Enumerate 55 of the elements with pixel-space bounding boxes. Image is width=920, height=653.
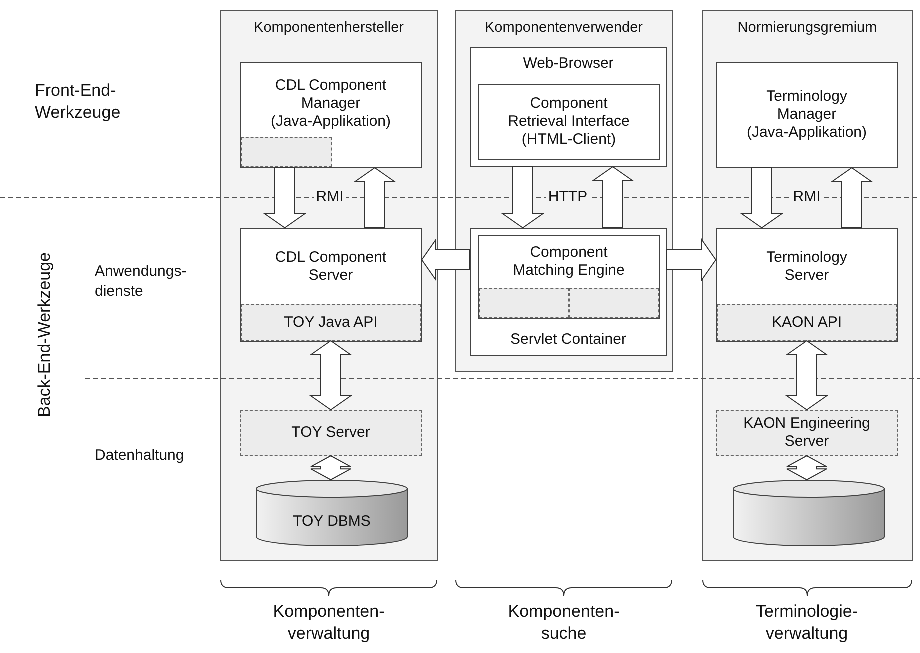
box-label: Terminology Server	[766, 249, 848, 285]
component-box	[716, 228, 898, 342]
block-arrow	[591, 166, 635, 228]
component-box	[716, 62, 898, 168]
block-arrow	[785, 340, 829, 411]
box-label: KAON Engineering Server	[742, 415, 872, 451]
box-label: TOY Java API	[283, 314, 379, 332]
database-cylinder	[256, 480, 408, 546]
box-label: CDL Component Manager (Java-Applikation)	[270, 77, 392, 131]
panel-heading: Komponentenverwender	[484, 19, 644, 37]
column-panel	[702, 10, 913, 561]
side-label: Komponenten-verwaltung	[272, 601, 386, 645]
component-box	[240, 62, 422, 168]
component-box	[478, 84, 660, 160]
library-box	[717, 304, 897, 341]
library-box	[479, 288, 569, 318]
library-box	[241, 304, 421, 341]
side-label: Komponenten-suche	[507, 601, 621, 645]
block-arrow	[421, 238, 470, 282]
panel-heading: Komponentenhersteller	[253, 19, 405, 37]
block-arrow	[263, 168, 307, 229]
library-box	[569, 288, 659, 318]
side-label: Datenhaltung	[95, 446, 186, 466]
box-label: Web-Browser	[522, 55, 615, 73]
library-box	[716, 410, 898, 456]
library-box	[241, 137, 332, 167]
block-arrow	[353, 167, 397, 228]
block-arrow	[740, 168, 784, 229]
block-arrow	[309, 340, 353, 411]
component-box	[478, 235, 660, 319]
side-label: Terminologie-verwaltung	[754, 601, 860, 645]
block-arrow	[501, 166, 545, 229]
block-arrow	[666, 238, 717, 282]
box-label: CDL Component Server	[274, 249, 388, 285]
box-label: Component Matching Engine	[512, 244, 626, 280]
side-label: Front-End-Werkzeuge	[35, 80, 122, 124]
side-label: Back-End-Werkzeuge	[34, 252, 55, 418]
block-arrow	[786, 455, 828, 481]
box-label: KAON API	[770, 314, 844, 332]
block-arrow	[830, 167, 874, 228]
box-label: Terminology Manager (Java-Applikation)	[746, 88, 868, 142]
block-arrow	[310, 455, 352, 481]
component-box	[470, 47, 667, 167]
box-label: Component Retrieval Interface (HTML-Client)	[507, 95, 631, 149]
database-cylinder	[733, 480, 885, 546]
library-box	[240, 410, 422, 456]
column-panel	[220, 10, 438, 561]
box-label: Servlet Container	[510, 331, 628, 349]
box-label: TOY DBMS	[292, 513, 372, 531]
component-box	[240, 228, 422, 342]
side-label: Anwendungs-dienste	[95, 262, 188, 302]
column-panel	[455, 10, 673, 372]
box-label: TOY Server	[290, 424, 372, 442]
panel-heading: Normierungsgremium	[736, 19, 878, 37]
component-box	[470, 228, 667, 356]
